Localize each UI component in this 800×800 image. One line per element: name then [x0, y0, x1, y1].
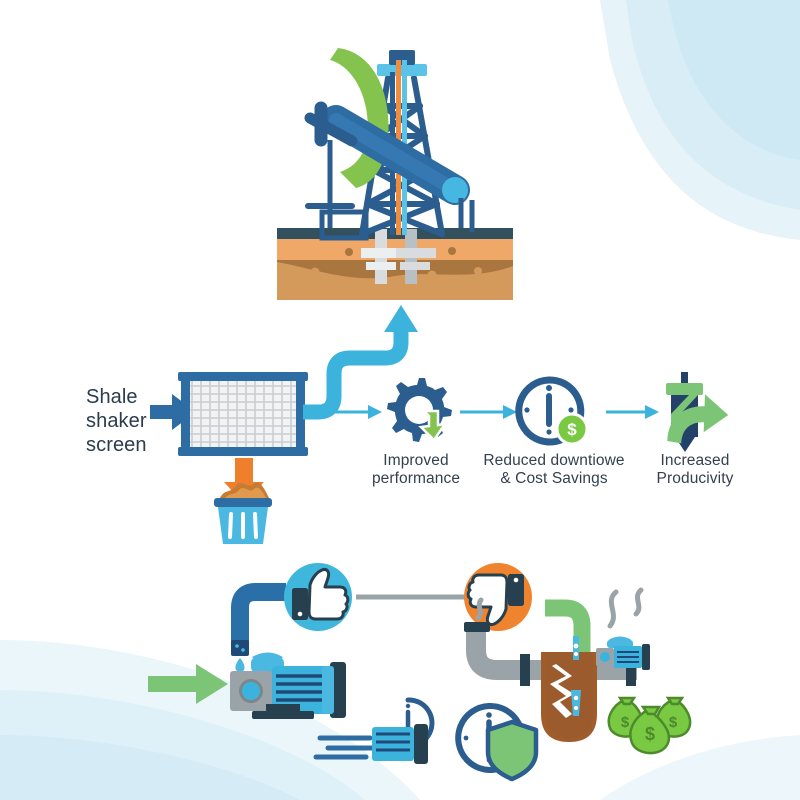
drill-collar [666, 383, 703, 395]
svg-text:$: $ [567, 420, 577, 439]
step-label-improved-performance: Improved performance [371, 452, 461, 487]
small-pump-icon [596, 636, 650, 670]
clock-with-shield-icon [455, 702, 539, 782]
thumbs-down-icon [466, 573, 524, 626]
bin-cuttings-light [224, 487, 267, 500]
bin-lid [214, 498, 272, 507]
thumbs-up-icon [292, 568, 350, 621]
wave-bottom-right [600, 735, 800, 800]
svg-text:$: $ [621, 714, 630, 731]
svg-text:$: $ [669, 714, 678, 731]
step-label-increased-productivity: Increased Producivity [656, 452, 734, 487]
shaker-frame-left [181, 372, 190, 456]
derrick-crown-block [389, 50, 415, 65]
trash-bin-icon [214, 482, 272, 544]
shale-shaker-screen-label: Shale shaker screen [86, 386, 147, 456]
thumbs-down-badge [464, 563, 532, 631]
svg-text:$: $ [645, 724, 655, 744]
riser-arrow-head [384, 305, 418, 332]
riser-pipe [303, 325, 409, 420]
walking-beam [304, 101, 470, 205]
fast-motor-gauge-icon [313, 697, 435, 764]
thumbs-up-badge [284, 563, 352, 631]
step-label-reduced-downtime: Reduced downtiowe & Cost Savings [483, 452, 625, 487]
money-bags-icon: $ $ $ [607, 696, 692, 755]
inlet-pipe [231, 583, 286, 650]
green-outlet-pipe [545, 599, 591, 666]
pipe-nozzle [231, 640, 249, 656]
pebble [474, 267, 482, 275]
inlet-arrow [150, 394, 196, 430]
water-drop [235, 658, 245, 672]
pebble [345, 248, 353, 256]
casing-flange-right [396, 248, 436, 258]
casing-flange-right-2 [400, 262, 430, 270]
pebble [310, 267, 320, 277]
drill-bit-with-up-arrow-icon [666, 372, 729, 452]
motor-body [272, 666, 330, 714]
broken-corroded-pipe-icon [464, 587, 650, 742]
green-right-arrow [148, 664, 228, 704]
smoke-wisp-icon [475, 587, 644, 629]
motor-foot [266, 704, 300, 713]
shaker-frame-right [296, 372, 305, 456]
pump-base [319, 209, 369, 241]
pebble [448, 247, 456, 255]
green-down-arrow [418, 409, 448, 442]
gear-with-down-arrow-icon [387, 378, 452, 442]
casing-flange-left [361, 248, 401, 258]
wave-bottom-3 [0, 735, 300, 800]
shaker-frame-top [178, 372, 308, 381]
pebble [427, 270, 437, 280]
drill-shank [681, 372, 688, 384]
clock-with-dollar-icon: $ [515, 376, 589, 446]
dollar-badge [555, 412, 589, 446]
motor-fan [322, 666, 334, 714]
shale-shaker-screen [178, 372, 308, 456]
green-curved-up-arrow [667, 394, 729, 444]
water-pump-motor-icon [230, 652, 346, 719]
wave-top-3 [668, 0, 800, 160]
casing-flange-left-2 [366, 262, 396, 270]
shaker-frame-bottom [178, 447, 308, 456]
shield-icon [485, 719, 539, 782]
